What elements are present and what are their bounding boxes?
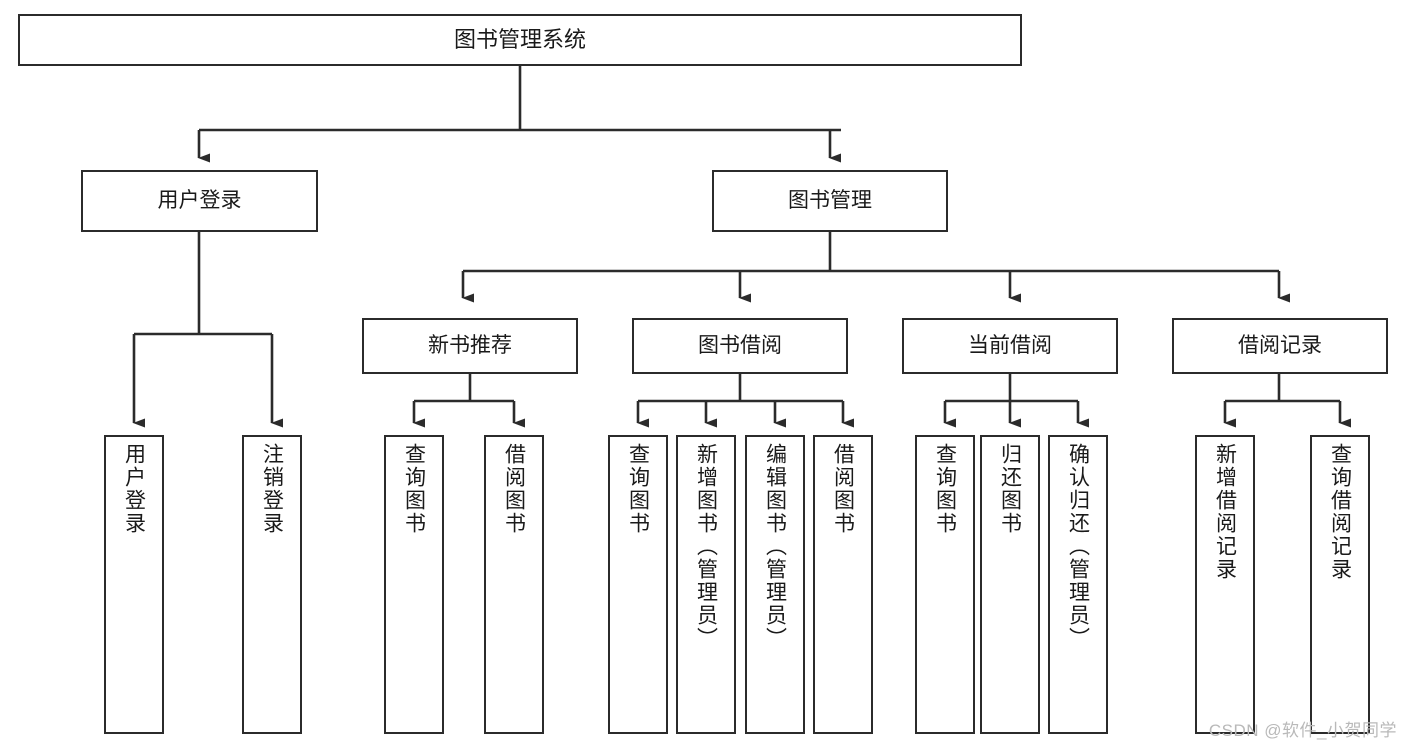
leaf-label: 查询借阅记录 [1328, 443, 1352, 581]
leaf-current-borrow-query[interactable]: 查询图书 [915, 435, 975, 734]
leaf-book-borrow-lend[interactable]: 借阅图书 [813, 435, 873, 734]
leaf-new-book-borrow[interactable]: 借阅图书 [484, 435, 544, 734]
node-borrow-record-label: 借阅记录 [1238, 333, 1322, 357]
leaf-new-book-query[interactable]: 查询图书 [384, 435, 444, 734]
leaf-book-borrow-query[interactable]: 查询图书 [608, 435, 668, 734]
leaf-label: 查询图书 [933, 443, 957, 535]
leaf-label: 借阅图书 [831, 443, 855, 535]
node-root-label: 图书管理系统 [453, 27, 586, 53]
node-book-borrow[interactable]: 图书借阅 [632, 318, 848, 374]
leaf-book-borrow-add[interactable]: 新增图书（管理员） [676, 435, 736, 734]
node-current-borrow[interactable]: 当前借阅 [902, 318, 1118, 374]
node-book-borrow-label: 图书借阅 [698, 333, 782, 357]
leaf-label: 确认归还（管理员） [1066, 443, 1090, 650]
node-borrow-record[interactable]: 借阅记录 [1172, 318, 1388, 374]
leaf-label: 借阅图书 [502, 443, 526, 535]
leaf-label: 用户登录 [122, 443, 146, 535]
leaf-current-borrow-return[interactable]: 归还图书 [980, 435, 1040, 734]
leaf-borrow-record-add[interactable]: 新增借阅记录 [1195, 435, 1255, 734]
node-user-login[interactable]: 用户登录 [81, 170, 318, 232]
node-user-login-label: 用户登录 [157, 188, 242, 212]
node-new-book-recommend[interactable]: 新书推荐 [362, 318, 578, 374]
leaf-label: 归还图书 [998, 443, 1022, 535]
node-new-book-recommend-label: 新书推荐 [428, 333, 512, 357]
watermark: CSDN @软件_小贺同学 [1208, 721, 1397, 740]
leaf-user-login-logout[interactable]: 注销登录 [242, 435, 302, 734]
node-root[interactable]: 图书管理系统 [18, 14, 1022, 66]
leaf-current-borrow-confirm[interactable]: 确认归还（管理员） [1048, 435, 1108, 734]
leaf-label: 注销登录 [260, 443, 284, 535]
leaf-label: 新增借阅记录 [1213, 443, 1237, 581]
node-book-management[interactable]: 图书管理 [712, 170, 948, 232]
leaf-label: 查询图书 [626, 443, 650, 535]
leaf-borrow-record-query[interactable]: 查询借阅记录 [1310, 435, 1370, 734]
leaf-book-borrow-edit[interactable]: 编辑图书（管理员） [745, 435, 805, 734]
leaf-user-login-login[interactable]: 用户登录 [104, 435, 164, 734]
leaf-label: 编辑图书（管理员） [763, 443, 787, 650]
leaf-label: 新增图书（管理员） [694, 443, 718, 650]
node-book-management-label: 图书管理 [788, 188, 872, 212]
leaf-label: 查询图书 [402, 443, 426, 535]
node-current-borrow-label: 当前借阅 [968, 333, 1052, 357]
